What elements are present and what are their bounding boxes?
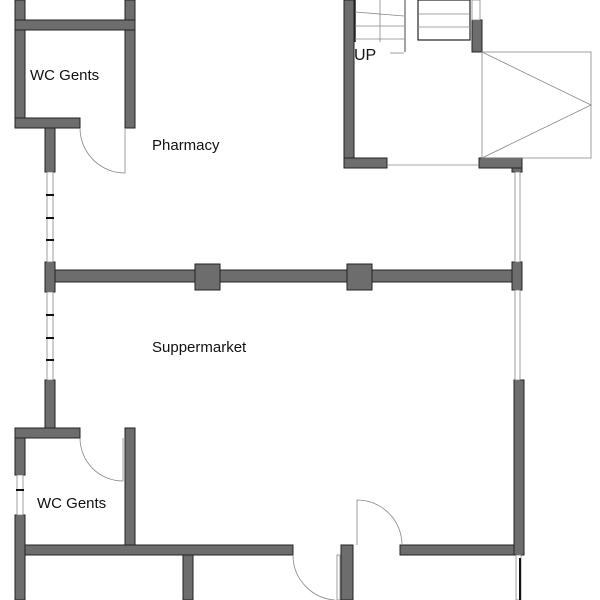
window [471,0,481,21]
room-label-wc-gents-bottom: WC Gents [37,495,106,512]
wall [14,437,26,476]
wall [511,261,523,291]
window [336,554,341,600]
wall [399,544,523,556]
wall [124,0,136,129]
ramp [481,51,592,159]
room-labels: WC Gents Pharmacy Suppermarket WC Gents … [30,47,376,512]
wall [14,19,136,31]
column [346,263,373,291]
window [514,171,521,263]
door-swing [292,554,336,600]
wall [44,261,56,293]
ramp-arrow [481,51,592,159]
wall [124,427,136,551]
wall [343,157,388,169]
window [16,474,24,516]
wall [44,127,56,173]
wall [340,544,354,600]
stairs [354,0,471,54]
door-swing [356,499,403,546]
wall [471,19,483,53]
window [46,291,54,381]
column [194,263,221,291]
wall [511,167,523,173]
wall [14,427,81,439]
wall [54,269,516,283]
windows [16,0,522,600]
room-label-supermarket: Suppermarket [152,339,247,356]
window [514,289,521,381]
doors [79,51,592,600]
wall [478,157,523,169]
wall [14,117,81,129]
wall [44,379,56,431]
wall [513,379,525,556]
wall [14,514,26,600]
walls [14,0,525,600]
wall [182,554,194,600]
door-swing [79,437,124,482]
wall [14,0,26,129]
wall [343,0,355,169]
door-swing [79,127,126,174]
stairs-up-label: UP [354,47,376,64]
room-label-pharmacy: Pharmacy [152,137,220,154]
room-label-wc-gents-top: WC Gents [30,67,99,84]
wall [24,544,294,556]
